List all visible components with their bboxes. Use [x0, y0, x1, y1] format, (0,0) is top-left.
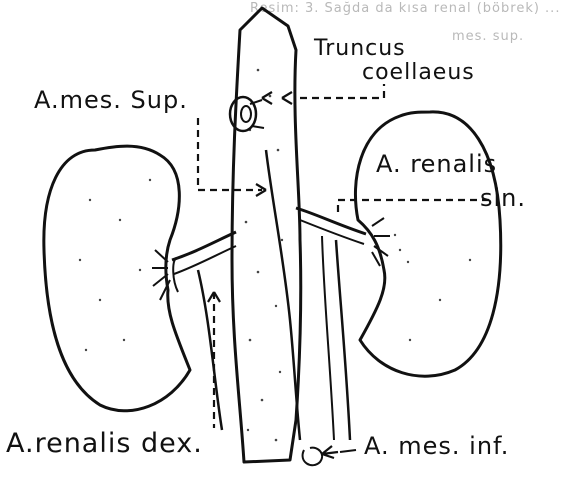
label-mes-inf: A. mes. inf. — [364, 434, 509, 458]
label-coeliacus: coellaeus — [362, 62, 475, 84]
ureter-right — [198, 270, 222, 430]
label-renalis-sin-line2: sin. — [480, 186, 526, 210]
a-mesenterica-superior — [266, 150, 300, 440]
leader-truncus — [300, 84, 384, 98]
ureter-left — [336, 240, 350, 440]
label-mes-sup: A.mes. Sup. — [34, 88, 188, 112]
leader-renalis-sin — [338, 200, 490, 212]
kidney-right-anatomical — [44, 146, 190, 411]
label-truncus: Truncus — [314, 38, 406, 60]
aorta — [232, 8, 301, 462]
label-renalis-dex: A.renalis dex. — [6, 430, 203, 457]
renal-artery-dex — [172, 232, 236, 260]
label-renalis-sin-line1: A. renalis — [376, 152, 497, 176]
a-mesenterica-inferior — [303, 448, 323, 466]
leader-mes-sup — [198, 118, 262, 190]
